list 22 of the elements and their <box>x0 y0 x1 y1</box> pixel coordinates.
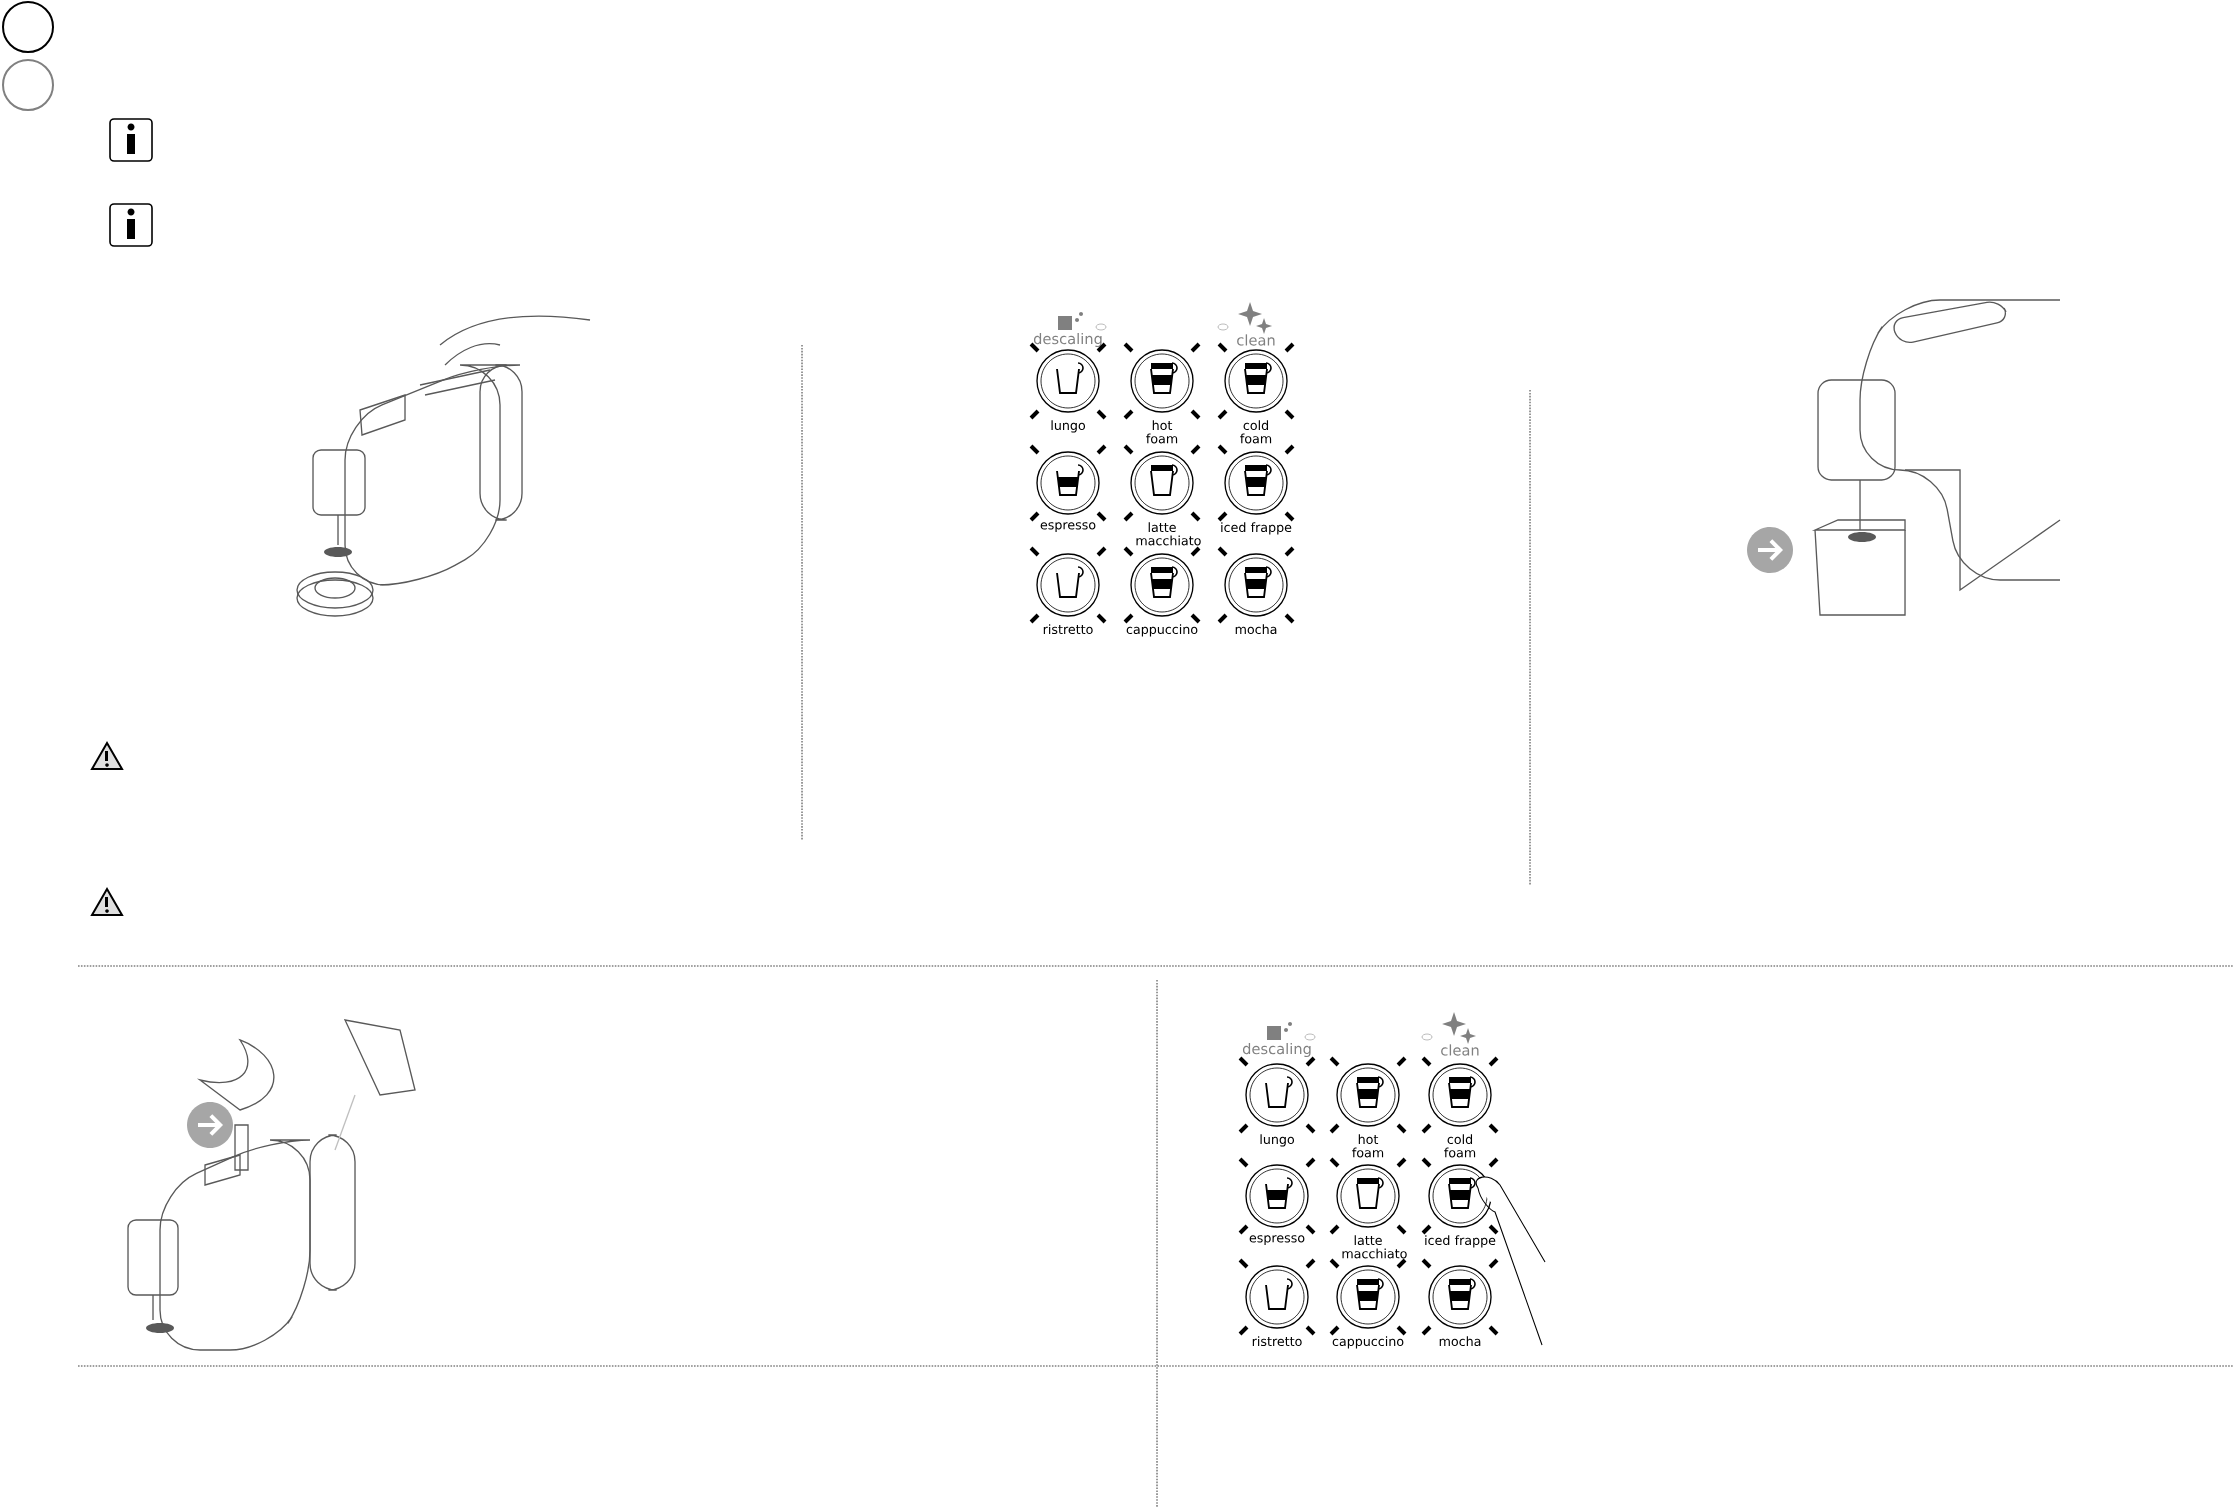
button-label: latte macchiato <box>1342 1235 1407 1259</box>
button-label: iced frappe <box>1425 1235 1496 1248</box>
button-label: ristretto <box>1043 624 1093 635</box>
panel-label: clean <box>1441 1044 1479 1056</box>
button-label: cappuccino <box>1332 1336 1404 1349</box>
panel-label: clean <box>1237 334 1275 346</box>
button-label: iced frappe <box>1221 522 1292 535</box>
button-label: cold foam <box>1444 1134 1476 1158</box>
button-label: lungo <box>1260 1134 1295 1147</box>
button-label: hot foam <box>1352 1134 1384 1158</box>
button-label: espresso <box>1040 522 1096 532</box>
panel-label: descaling <box>1033 332 1102 348</box>
button-label: espresso <box>1249 1235 1305 1245</box>
button-label: latte macchiato <box>1136 522 1201 546</box>
button-label: mocha <box>1235 624 1277 635</box>
button-label: hot foam <box>1146 420 1178 444</box>
button-label: ristretto <box>1252 1336 1302 1347</box>
button-label: lungo <box>1051 420 1086 433</box>
button-label: cold foam <box>1240 420 1272 444</box>
button-label: cappuccino <box>1126 624 1198 637</box>
button-label: mocha <box>1439 1336 1481 1347</box>
panel-label: descaling <box>1242 1042 1311 1058</box>
